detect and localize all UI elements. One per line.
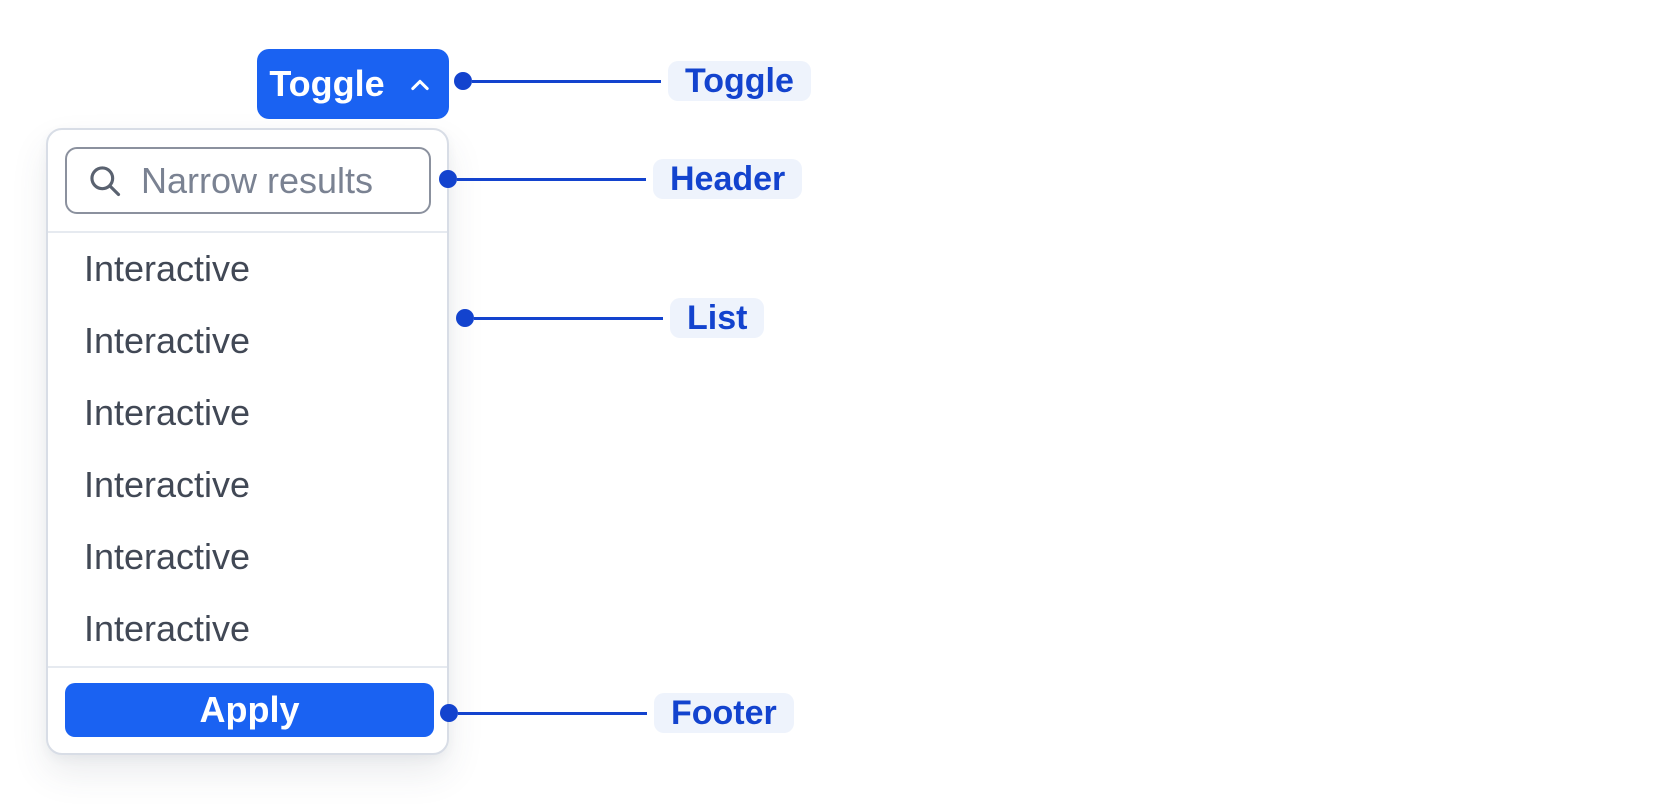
popover-footer: Apply [48, 666, 447, 753]
annotation-line [474, 316, 663, 320]
list-item[interactable]: Interactive [84, 464, 251, 505]
apply-button[interactable]: Apply [65, 683, 434, 737]
annotation-dot [456, 309, 474, 327]
list-item[interactable]: Interactive [84, 320, 251, 361]
annotation-label-toggle: Toggle [668, 61, 811, 101]
toggle-button[interactable]: Toggle [257, 49, 449, 119]
search-box[interactable] [65, 147, 431, 214]
chevron-up-icon [403, 71, 437, 97]
list-item[interactable]: Interactive [84, 248, 251, 289]
popover-panel: Interactive Interactive Interactive Inte… [46, 128, 449, 755]
annotation-header: Header [439, 159, 803, 199]
popover-list: Interactive Interactive Interactive Inte… [48, 233, 447, 666]
annotation-footer: Footer [440, 693, 794, 733]
annotation-dot [454, 72, 472, 90]
list-item[interactable]: Interactive [84, 392, 251, 433]
toggle-button-label: Toggle [269, 63, 385, 104]
annotation-label-footer: Footer [654, 693, 794, 733]
annotation-line [458, 711, 647, 715]
popover-header [48, 130, 447, 233]
list-item[interactable]: Interactive [84, 608, 251, 649]
list-item[interactable]: Interactive [84, 536, 251, 577]
search-icon [87, 163, 123, 199]
annotation-dot [439, 170, 457, 188]
annotation-dot [440, 704, 458, 722]
annotation-list: List [456, 298, 765, 338]
search-input[interactable] [141, 159, 421, 202]
annotation-toggle: Toggle [454, 61, 811, 101]
annotation-line [457, 177, 646, 181]
annotation-label-list: List [670, 298, 765, 338]
annotation-label-header: Header [653, 159, 803, 199]
annotation-line [472, 79, 661, 83]
